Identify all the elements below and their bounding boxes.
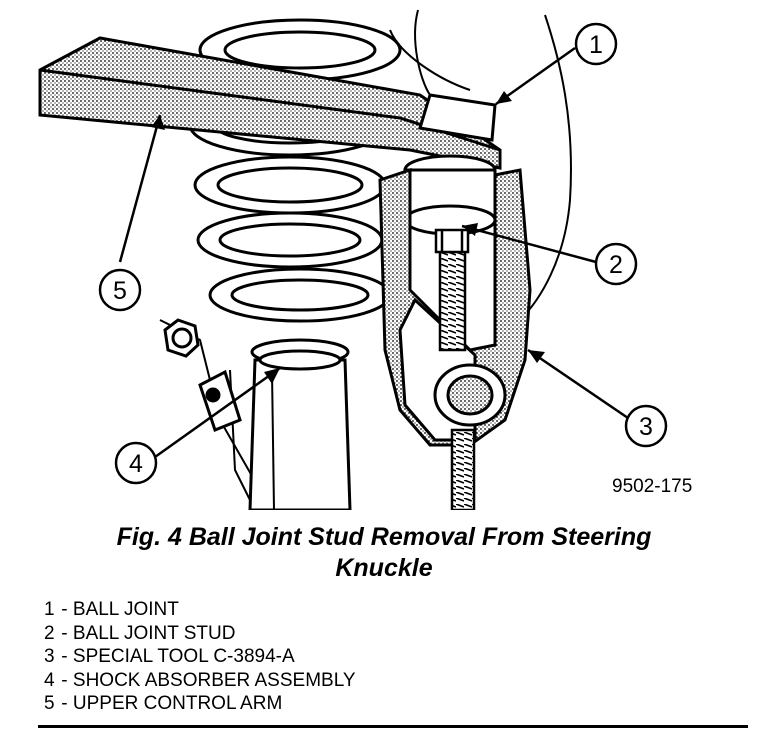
figure-id-label: 9502-175 xyxy=(612,476,693,497)
forcing-screw xyxy=(434,228,476,510)
callout-circle-icon xyxy=(624,404,668,448)
legend-item: 2 - BALL JOINT STUD xyxy=(44,622,356,646)
legend-number: 1 xyxy=(44,599,55,620)
callout-circle-icon xyxy=(594,242,638,286)
legend-separator: - xyxy=(56,669,73,691)
legend-item: 3 - SPECIAL TOOL C-3894-A xyxy=(44,645,356,669)
callout-circle-icon xyxy=(114,441,158,485)
legend-separator: - xyxy=(56,599,73,620)
callout-3: 3 xyxy=(624,404,668,448)
callout-number: 4 xyxy=(129,450,143,478)
legend-number: 4 xyxy=(44,669,55,691)
callout-2: 2 xyxy=(594,242,638,286)
leader-arrowheads xyxy=(151,91,545,384)
legend-item: 4 - SHOCK ABSORBER ASSEMBLY xyxy=(44,669,356,693)
leader-lines xyxy=(118,46,629,459)
callout-1: 1 xyxy=(574,22,618,66)
legend-number: 3 xyxy=(44,646,55,667)
ball-joint-illustration: 1 2 3 4 5 xyxy=(38,9,668,510)
legend-label: SPECIAL TOOL C-3894-A xyxy=(72,646,295,667)
callout-circle-icon xyxy=(98,268,142,312)
callout-4: 4 xyxy=(114,441,158,485)
callout-circle-icon xyxy=(574,22,618,66)
legend-label: BALL JOINT xyxy=(72,599,179,620)
legend-number: 5 xyxy=(44,693,55,714)
callout-5: 5 xyxy=(98,268,142,312)
parts-legend: 1 - BALL JOINT 2 - BALL JOINT STUD 3 - S… xyxy=(44,598,356,716)
legend-number: 2 xyxy=(44,622,55,644)
legend-separator: - xyxy=(56,622,73,644)
callout-number: 2 xyxy=(609,251,623,279)
legend-item: 5 - UPPER CONTROL ARM xyxy=(44,692,356,716)
legend-label: SHOCK ABSORBER ASSEMBLY xyxy=(72,669,356,691)
callout-number: 5 xyxy=(113,277,127,305)
shock-absorber xyxy=(248,338,352,510)
caption-line-2: Knuckle xyxy=(335,554,433,582)
special-tool xyxy=(378,167,532,447)
mount-bracket xyxy=(198,369,242,432)
legend-label: UPPER CONTROL ARM xyxy=(72,693,283,714)
legend-separator: - xyxy=(56,646,73,667)
figure-caption: Fig. 4 Ball Joint Stud Removal From Stee… xyxy=(0,522,768,584)
upper-control-arm xyxy=(38,36,502,170)
bottom-rule xyxy=(38,725,748,728)
hex-nut xyxy=(163,318,200,358)
legend-label: BALL JOINT STUD xyxy=(72,622,236,644)
caption-line-1: Fig. 4 Ball Joint Stud Removal From Stee… xyxy=(116,523,652,551)
legend-separator: - xyxy=(56,693,73,714)
legend-item: 1 - BALL JOINT xyxy=(44,598,356,622)
callout-number: 1 xyxy=(589,31,603,59)
callout-number: 3 xyxy=(639,413,653,441)
